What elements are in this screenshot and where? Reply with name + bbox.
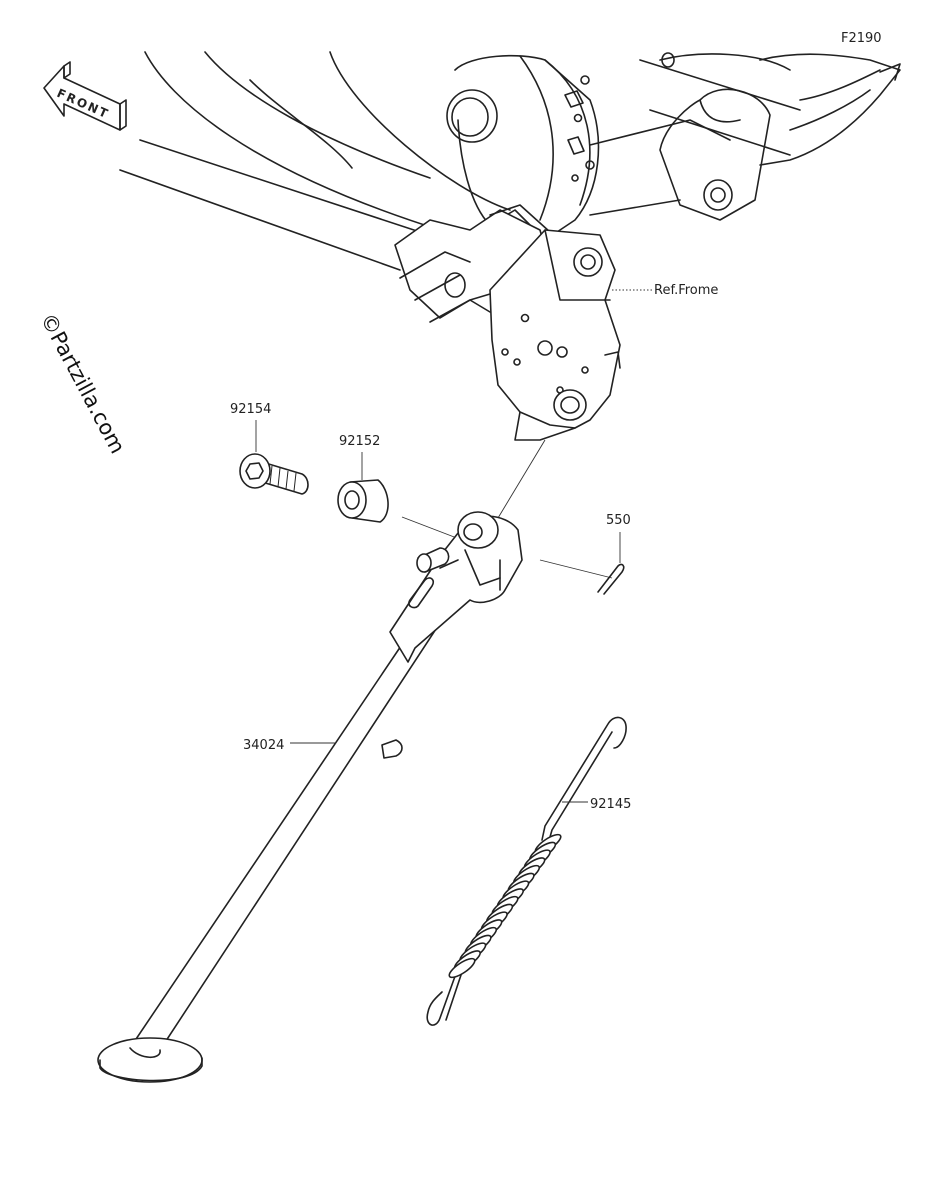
watermark: ©Partzilla.com <box>36 309 130 457</box>
part-number-34024: 34024 <box>243 738 284 753</box>
part-number-550: 550 <box>606 513 631 528</box>
bolt-92154-icon <box>239 453 309 495</box>
part-number-92145: 92145 <box>590 797 631 812</box>
part-number-92154: 92154 <box>230 402 271 417</box>
ref-frame-label: Ref.Frome <box>654 283 718 298</box>
front-arrow-icon: FRONT <box>43 61 127 131</box>
spring-coil <box>448 957 476 979</box>
diagram-id: F2190 <box>841 31 882 46</box>
side-stand-34024-icon <box>97 511 523 1083</box>
frame-illustration <box>119 51 901 441</box>
part-number-92152: 92152 <box>339 434 380 449</box>
cotter-pin-550-icon <box>597 563 625 595</box>
collar-92152-icon <box>337 479 389 523</box>
spring-92145-icon <box>426 716 627 1026</box>
